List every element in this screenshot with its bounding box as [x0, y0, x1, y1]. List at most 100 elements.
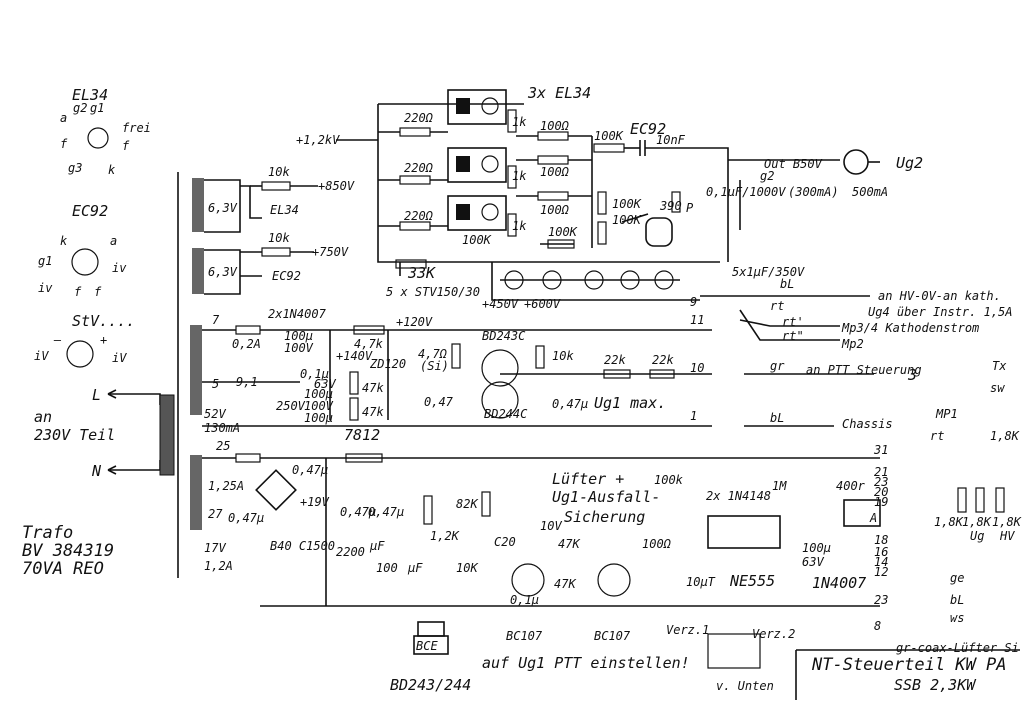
ug1-ug1max: Ug1 max.	[594, 394, 666, 412]
right-hv: HV	[999, 529, 1015, 543]
relay-coil	[843, 499, 881, 527]
ec92-iv1: iv	[112, 261, 127, 275]
lv-reg: 7812	[344, 426, 380, 444]
g2-rt2: rt'	[782, 315, 804, 329]
hv-tubes: 3x EL34	[527, 84, 591, 102]
ug1-w5: 5	[212, 377, 219, 391]
right-p20: 20	[874, 485, 888, 499]
stab-v450: +450V	[482, 297, 519, 311]
hv-r100a: 100Ω	[540, 119, 570, 133]
hv-in: +1,2kV	[296, 133, 340, 147]
lv-c100: 100	[376, 561, 398, 575]
title-l1: NT-Steuerteil KW PA	[811, 655, 1006, 675]
el34-frei: frei	[122, 121, 151, 135]
ug1-r47ka: 47k	[362, 381, 384, 395]
lv-r82k: 82K	[456, 497, 478, 511]
heater-v2: +750V	[312, 245, 349, 259]
right-p8: 8	[874, 619, 881, 633]
ug1-diodes: 2x1N4007	[268, 307, 327, 321]
hv-r100k1: 100K	[594, 129, 624, 143]
right-r18k: 1,8K	[990, 429, 1020, 443]
g2-g2: g2	[760, 169, 774, 183]
bd243-body	[413, 635, 449, 655]
stab-v600: +600V	[524, 297, 561, 311]
lv-r47k2: 47K	[554, 577, 576, 591]
right-p19: 19	[874, 495, 888, 509]
trafo-l3: 70VA REO	[22, 559, 104, 579]
lv-c01: 0,1µ	[510, 593, 539, 607]
lv-c47b: 0,47µ	[340, 505, 376, 519]
right-mp1: MP1	[935, 407, 958, 421]
g2-output: Out B50V g2 Ug2 0,1µF/1000V (300mA) 500m…	[700, 149, 1013, 351]
el34-socket	[87, 127, 109, 149]
mains-an: an	[34, 408, 52, 426]
g2-ug4: Ug4 über Instr. 1,5A	[868, 305, 1013, 319]
el34-a: a	[60, 111, 67, 125]
ug1-r10k: 10k	[552, 349, 574, 363]
ug1-n11: 11	[690, 313, 704, 327]
hv-ec92: EC92	[630, 120, 666, 138]
ug1-c100a: 100µ	[284, 329, 313, 343]
ug1-c100c: 100µ	[304, 411, 333, 425]
hv-section: +1,2kV 3x EL34 220Ω 220Ω 220Ω 1k 1k 1k 1…	[296, 84, 729, 282]
lv-fan3: Sicherung	[564, 508, 645, 526]
ug1-ma130: 130mA	[204, 421, 240, 435]
right-p31: 31	[873, 443, 888, 457]
hv-r220b: 220Ω	[404, 161, 434, 175]
right-p18: 18	[874, 533, 888, 547]
stv-iv2: iV	[112, 351, 127, 365]
lv-vu: v. Unten	[716, 679, 774, 693]
ug1-v100a: 100V	[284, 341, 314, 355]
stv-plus: +	[100, 333, 107, 347]
ug1-bl: bL	[770, 411, 784, 425]
right-ug: Ug	[970, 529, 984, 543]
mains-l: L	[92, 386, 101, 404]
lv-bc1: BC107	[506, 629, 543, 643]
lv-c047: 0,47µ	[292, 463, 328, 477]
hv-r100k3: 100K	[548, 225, 578, 239]
hv-r1kb: 1k	[512, 169, 527, 183]
lv-v2: Verz.2	[752, 627, 795, 641]
lv-r100: 100Ω	[642, 537, 672, 551]
lv-r12k: 1,2K	[430, 529, 460, 543]
el34-f2: f	[122, 139, 130, 153]
lv-c10: 10µT	[686, 575, 716, 589]
right-p12: 12	[874, 565, 888, 579]
heater-section: 6,3V 6,3V EL34 10k +850V 10k +750V EC92	[192, 165, 355, 295]
lv-bridge: B40 C1500	[270, 539, 335, 553]
stv-pinout: StV.... iV iV – +	[34, 312, 135, 368]
right-p23: 23	[874, 475, 888, 489]
g2-mp2: Mp2	[841, 337, 864, 351]
ug1-v100b: 100V	[304, 399, 334, 413]
heater-r2: 10k	[268, 231, 290, 245]
heater-el34: EL34	[270, 203, 299, 217]
lv-w27: 27	[208, 507, 223, 521]
ug1-r47k1: 4,7k	[354, 337, 384, 351]
ug1-c91: 9,1	[236, 375, 258, 389]
right-p21: 21	[874, 465, 888, 479]
ec92-f2: f	[94, 285, 102, 299]
lv-r400: 400r	[836, 479, 866, 493]
right-p23b: 23	[874, 593, 888, 607]
el34-g1: g1	[90, 101, 104, 115]
ug1-p22k: 22k	[604, 353, 626, 367]
el34-g3: g3	[68, 161, 82, 175]
right-footer: gr-coax-Lüfter Si	[896, 641, 1019, 655]
ug1-c63: 63V	[314, 377, 336, 391]
right-ge: ge	[950, 571, 964, 585]
ug1-t2: BD244C	[484, 407, 528, 421]
ug1-v250: 250V	[276, 399, 306, 413]
ec92-g1: g1	[38, 254, 52, 268]
lv-bce: BCE	[416, 639, 438, 653]
g2-cur2: 500mA	[852, 185, 888, 199]
lv-c47c: 0,47µ	[368, 505, 404, 519]
hv-r100b: 100Ω	[540, 165, 570, 179]
right-tx: Tx	[992, 359, 1007, 373]
right-p16: 16	[874, 545, 888, 559]
trafo-l2: BV 384319	[22, 541, 114, 561]
right-rt: rt	[930, 429, 944, 443]
ug1-n9: 9	[690, 295, 697, 309]
ug1-w7: 7	[212, 313, 220, 327]
ug1-si: (Si)	[420, 359, 449, 373]
